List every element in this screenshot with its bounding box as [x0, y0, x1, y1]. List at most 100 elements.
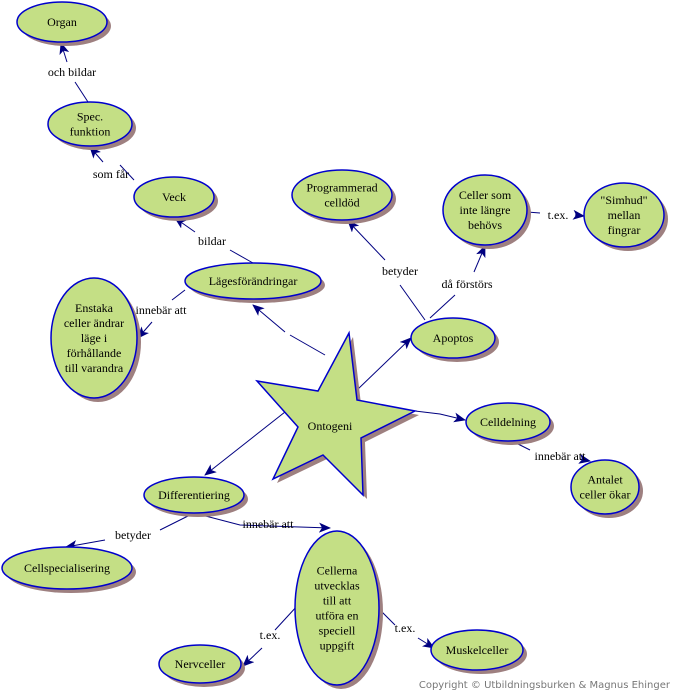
node-shape [410, 317, 496, 359]
link [252, 304, 326, 356]
node-label: till att [323, 594, 352, 608]
node-muskel[interactable]: Muskelceller [430, 629, 527, 674]
node-shape [158, 644, 242, 684]
copyright-text: Copyright © Utbildningsburken & Magnus E… [418, 680, 670, 691]
node-shape [442, 174, 528, 246]
node-shape [50, 277, 138, 399]
link-label: betyder [382, 264, 418, 278]
node-label: Nervceller [175, 657, 226, 671]
node-diff[interactable]: Differentiering [143, 476, 248, 517]
link-line [274, 604, 299, 631]
node-organ[interactable]: Organ [16, 1, 111, 46]
node-label: Spec. [77, 110, 103, 124]
node-shape [16, 1, 108, 43]
link-line [229, 249, 254, 264]
node-label: utvecklas [314, 579, 360, 593]
arrow-icon [252, 304, 286, 333]
node-label: mellan [608, 208, 641, 222]
link: då förstörs [429, 245, 493, 319]
node-shape [570, 459, 640, 515]
node-label: "Simhud" [600, 193, 647, 207]
link-label: som får [93, 167, 129, 181]
link-line [356, 337, 412, 391]
node-label: utföra en [316, 609, 359, 623]
node-label: Celldelning [480, 415, 536, 429]
node-label: speciell [319, 624, 356, 638]
link-line [171, 289, 186, 301]
node-label: Differentiering [158, 488, 230, 502]
node-label: Cellerna [317, 564, 358, 578]
link-line [193, 512, 331, 533]
link-line [289, 334, 326, 356]
node-label: funktion [70, 125, 111, 139]
node-label: celler ändrar [64, 316, 124, 330]
link-label: betyder [115, 528, 151, 542]
node-lage[interactable]: Lägesförändringar [184, 262, 325, 303]
link: bildar [174, 217, 254, 264]
link-label: då förstörs [442, 277, 493, 291]
node-nerv[interactable]: Nervceller [158, 644, 245, 687]
node-shape [430, 629, 524, 671]
link-label: t.ex. [395, 621, 416, 635]
center-node-ontogeni[interactable]: Ontogeni [255, 330, 419, 499]
node-label: celler ökar [580, 488, 631, 502]
arrow-icon [242, 647, 263, 667]
link: som får [89, 146, 135, 181]
node-shape [133, 176, 215, 218]
link-line [74, 81, 89, 103]
arrow-icon [59, 42, 70, 63]
link-line [399, 284, 426, 321]
node-label: Cellspecialisering [24, 561, 110, 575]
node-shape [184, 262, 322, 300]
link: betyder [347, 220, 426, 321]
link-line [414, 410, 466, 423]
arrow-icon [347, 220, 386, 261]
node-label: Veck [162, 190, 186, 204]
node-label: celldöd [324, 196, 359, 210]
node-label: Ontogeni [308, 419, 353, 433]
link: t.ex. [379, 609, 435, 649]
node-label: inte längre [460, 203, 511, 217]
node-label: förhållande [67, 346, 122, 360]
node-label: Antalet [587, 473, 623, 487]
link-label: innebär att [136, 303, 188, 317]
link: t.ex. [526, 208, 585, 222]
node-label: uppgift [320, 639, 355, 653]
link-label: innebär att [243, 517, 295, 531]
node-shape [291, 169, 393, 221]
link-line [204, 411, 286, 476]
link-label: och bildar [48, 65, 96, 79]
link: och bildar [48, 42, 96, 103]
node-label: fingrar [608, 223, 641, 237]
node-shape [583, 182, 665, 248]
link-label: bildar [198, 234, 226, 248]
node-shape [143, 476, 245, 514]
node-label: Celler som [459, 188, 512, 202]
node-celldelning[interactable]: Celldelning [465, 402, 554, 445]
node-label: Apoptos [433, 331, 474, 345]
star-shape [255, 330, 418, 497]
link: innebär att [511, 440, 591, 464]
link-label: t.ex. [548, 208, 569, 222]
link-label: innebär att [535, 449, 587, 463]
link: innebär att [136, 289, 188, 339]
link-line [429, 294, 456, 319]
node-apoptos[interactable]: Apoptos [410, 317, 499, 362]
node-label: Programmerad [306, 181, 377, 195]
node-cellspec[interactable]: Cellspecialisering [1, 546, 136, 593]
node-label: till varandra [65, 361, 124, 375]
node-veck[interactable]: Veck [133, 176, 218, 221]
node-shape [465, 402, 551, 442]
node-shape [1, 546, 133, 590]
link-line [119, 164, 135, 181]
node-label: Lägesförändringar [209, 274, 298, 288]
node-spec[interactable]: Spec.funktion [47, 101, 136, 150]
